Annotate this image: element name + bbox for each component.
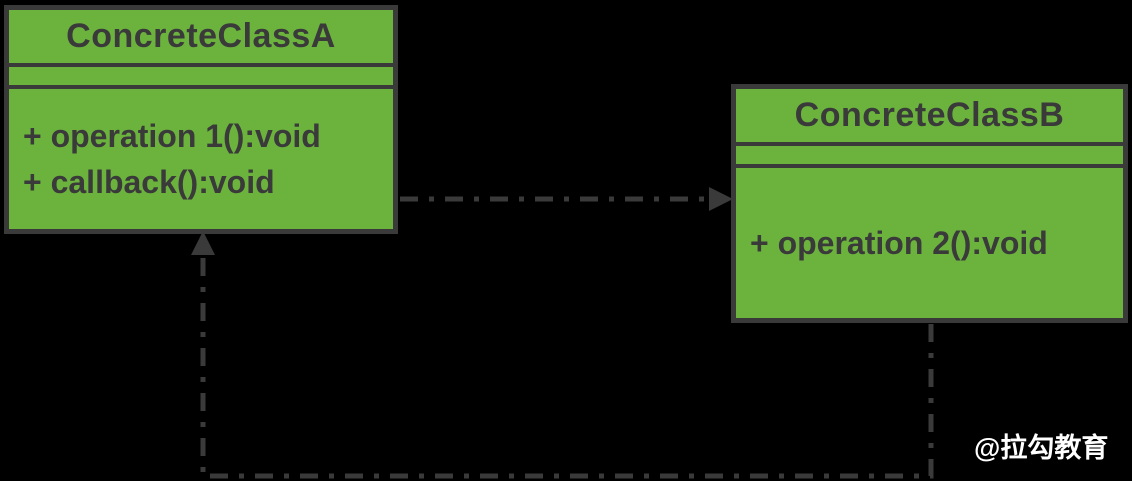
class-title: ConcreteClassB [736, 89, 1123, 146]
watermark-label: @拉勾教育 [974, 433, 1109, 463]
method-item: + operation 1():void [23, 117, 321, 154]
method-item: + operation 2():void [750, 224, 1048, 261]
dependency-arrow-a-to-b [400, 187, 733, 211]
methods-compartment: + operation 1():void + callback():void [9, 89, 393, 229]
methods-compartment: + operation 2():void [736, 168, 1123, 318]
uml-class-concrete-class-a: ConcreteClassA + operation 1():void + ca… [4, 5, 398, 234]
uml-class-concrete-class-b: ConcreteClassB + operation 2():void [731, 84, 1128, 323]
arrowhead-right-icon [709, 187, 733, 211]
method-item: + callback():void [23, 164, 275, 200]
arrowhead-up-icon [191, 231, 215, 255]
attributes-compartment [9, 67, 393, 89]
attributes-compartment [736, 146, 1123, 168]
class-title: ConcreteClassA [9, 10, 393, 67]
